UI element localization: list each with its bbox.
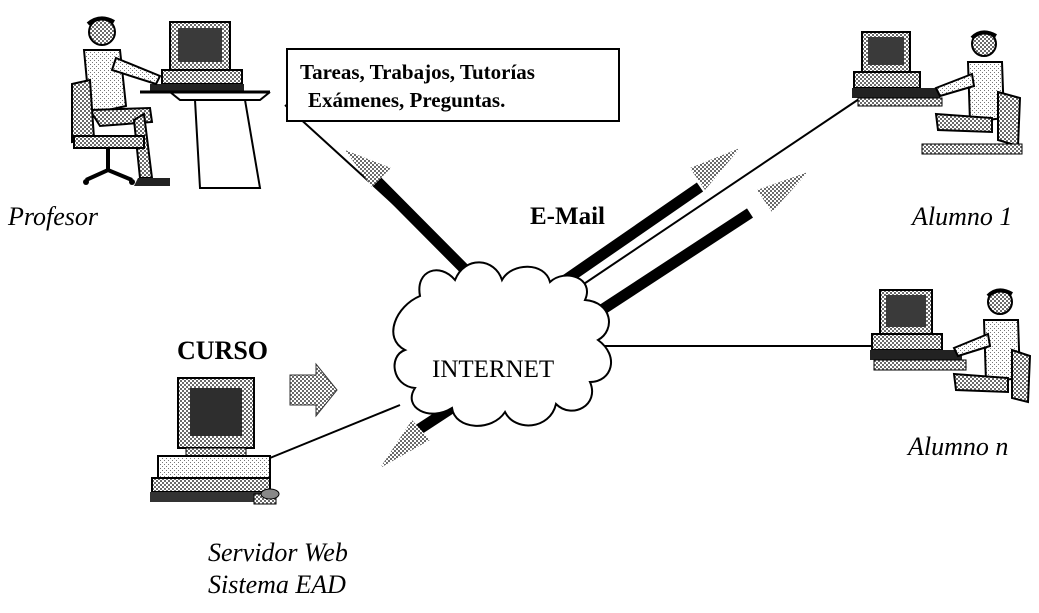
arrowheads	[345, 148, 808, 468]
cloud-icon	[392, 261, 612, 427]
student-at-computer-icon	[852, 30, 1023, 155]
internet-label: INTERNET	[432, 356, 555, 383]
curso-arrow	[289, 362, 338, 418]
servidor-label-line1: Servidor Web	[208, 538, 348, 567]
teacher-at-computer-icon	[71, 16, 271, 189]
message-types-line2: Exámenes, Preguntas.	[308, 88, 506, 112]
arrowhead-server	[380, 420, 430, 468]
line-server-internet	[264, 404, 401, 461]
message-types-line1: Tareas, Trabajos, Tutorías	[300, 60, 535, 84]
message-types-box: Tareas, Trabajos, Tutorías Exámenes, Pre…	[286, 48, 620, 122]
servidor-label-line2: Sistema EAD	[208, 570, 346, 599]
email-label: E-Mail	[530, 203, 605, 230]
arrowhead-alumno1-upper	[690, 148, 740, 190]
web-server-computer-icon	[150, 377, 280, 505]
line-internet-alumno1	[559, 96, 863, 301]
curso-label: CURSO	[177, 336, 269, 365]
student-at-computer-icon	[870, 288, 1032, 404]
alumno1-label: Alumno 1	[912, 202, 1013, 231]
alumnon-label: Alumno n	[908, 432, 1009, 461]
arrowhead-profesor	[345, 150, 391, 187]
profesor-label: Profesor	[8, 202, 99, 231]
arrowhead-alumno1-lower	[757, 172, 808, 212]
